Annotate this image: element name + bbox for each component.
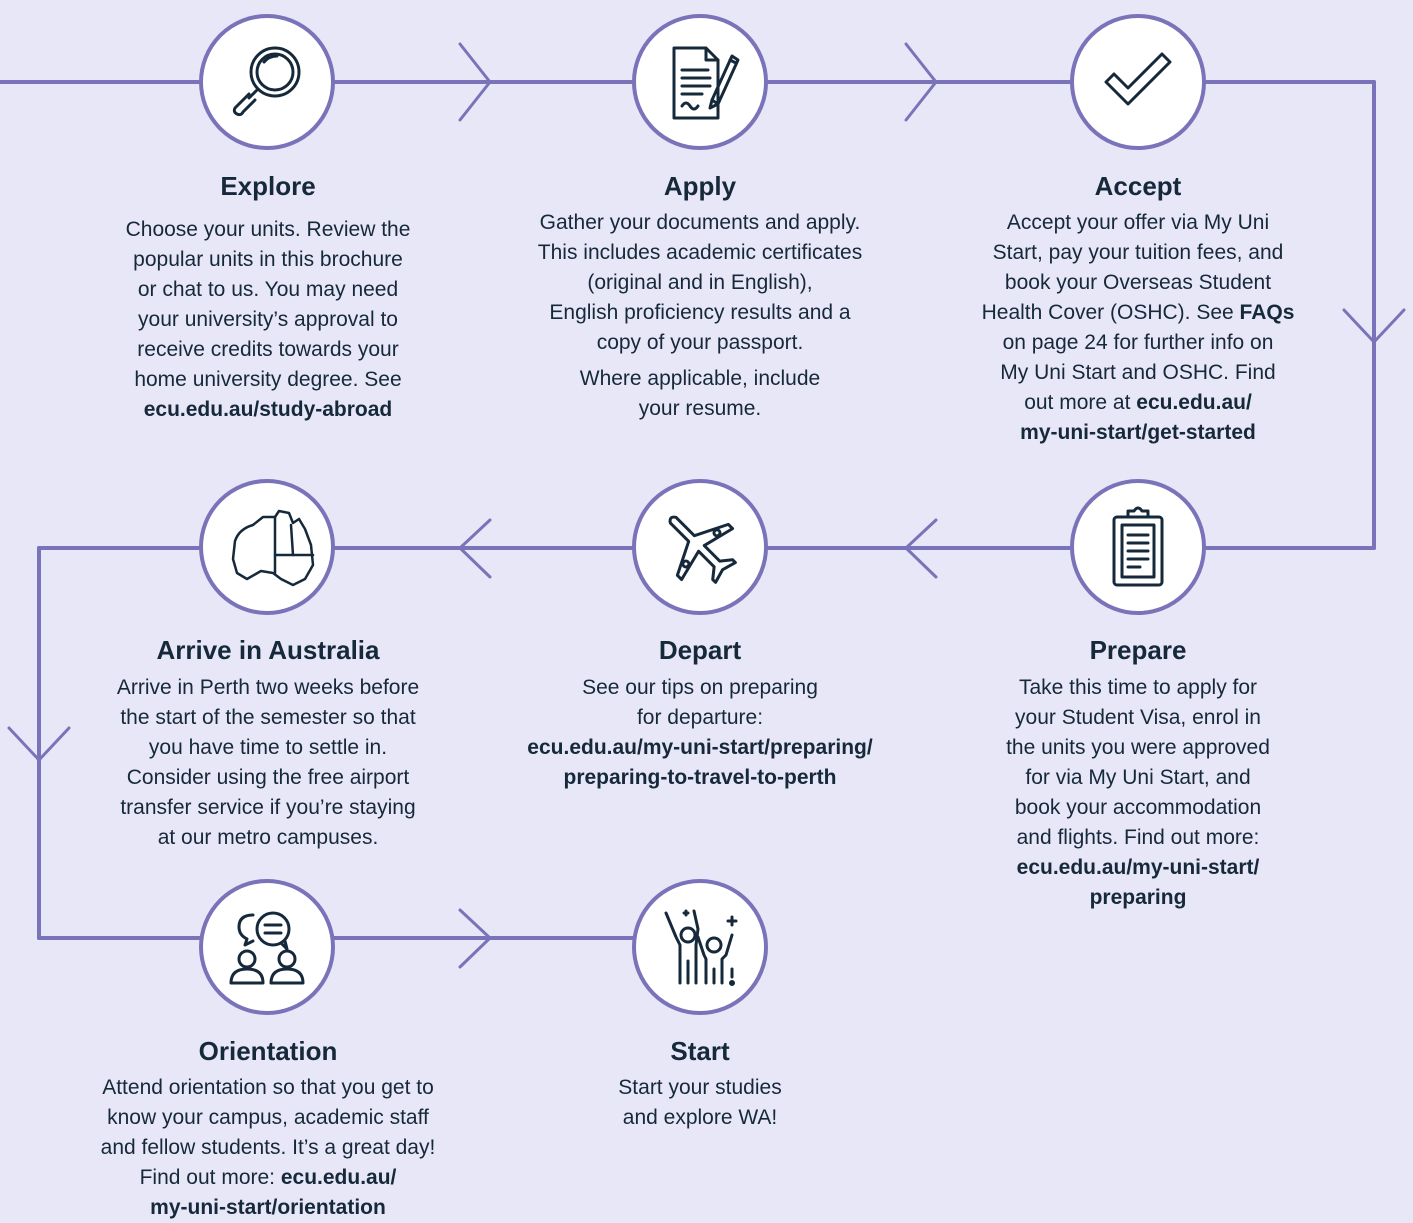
celebrating-people-icon: [664, 909, 738, 986]
orientation-description: Attend orientation so that you get to kn…: [58, 1073, 478, 1223]
prepare-link[interactable]: ecu.edu.au/my-uni-start/: [1016, 856, 1260, 879]
arrow-right-1: [458, 42, 492, 122]
accept-title: Accept: [1094, 171, 1182, 201]
apply-line: your resume.: [638, 397, 762, 420]
apply-icon-circle: [632, 14, 768, 150]
orientation-link[interactable]: ecu.edu.au/: [280, 1166, 397, 1189]
prepare-link[interactable]: preparing: [1089, 886, 1187, 909]
prepare-line: Take this time to apply for: [1018, 676, 1258, 699]
arrow-down-right: [1342, 308, 1406, 344]
depart-description: See our tips on preparing for departure:…: [490, 673, 910, 793]
apply-description: Gather your documents and apply. This in…: [490, 208, 910, 424]
chat-people-icon: [229, 911, 305, 985]
explore-line: receive credits towards your: [137, 338, 399, 361]
document-signing-icon: [672, 46, 740, 120]
arrive-line: you have time to settle in.: [148, 736, 388, 759]
accept-line: My Uni Start and OSHC. Find: [1000, 361, 1276, 384]
faqs-link[interactable]: FAQs: [1239, 301, 1295, 324]
apply-line: (original and in English),: [587, 271, 813, 294]
orientation-line: Attend orientation so that you get to: [102, 1076, 434, 1099]
depart-line: See our tips on preparing: [582, 676, 818, 699]
apply-line: Gather your documents and apply.: [539, 211, 861, 234]
apply-line: This includes academic certificates: [537, 241, 863, 264]
orientation-line: and fellow students. It’s a great day!: [100, 1136, 436, 1159]
clipboard-icon: [1112, 506, 1164, 587]
arrow-down-left: [7, 726, 71, 762]
accept-line: Start, pay your tuition fees, and: [992, 241, 1284, 264]
depart-link[interactable]: preparing-to-travel-to-perth: [563, 766, 837, 789]
depart-link[interactable]: ecu.edu.au/my-uni-start/preparing/: [527, 736, 873, 759]
prepare-line: for via My Uni Start, and: [1025, 766, 1251, 789]
prepare-icon-circle: [1070, 479, 1206, 615]
arrow-right-2: [904, 42, 938, 122]
start-line: Start your studies: [618, 1076, 782, 1099]
explore-title: Explore: [220, 171, 316, 201]
orientation-title: Orientation: [198, 1036, 338, 1066]
depart-line: for departure:: [636, 706, 764, 729]
prepare-line: your Student Visa, enrol in: [1015, 706, 1261, 729]
accept-line: on page 24 for further info on: [1002, 331, 1274, 354]
start-title: Start: [670, 1036, 730, 1066]
start-description: Start your studies and explore WA!: [490, 1073, 910, 1133]
arrow-left-2: [458, 518, 492, 579]
airplane-icon: [668, 515, 737, 584]
orientation-link-prefix: Find out more:: [139, 1166, 281, 1189]
magnifier-icon: [232, 46, 301, 117]
orientation-line: know your campus, academic staff: [107, 1106, 429, 1129]
explore-link[interactable]: ecu.edu.au/study-abroad: [143, 398, 393, 421]
explore-line: or chat to us. You may need: [137, 278, 399, 301]
start-icon-circle: [632, 879, 768, 1015]
accept-line: Health Cover (OSHC). See FAQs: [928, 298, 1348, 328]
explore-line: home university degree. See: [134, 368, 402, 391]
explore-description: Choose your units. Review the popular un…: [58, 215, 478, 425]
apply-line: English proficiency results and a: [549, 301, 851, 324]
accept-line: Accept your offer via My Uni: [1006, 211, 1270, 234]
arrow-left-1: [904, 518, 938, 579]
arrive-icon-circle: [199, 479, 335, 615]
accept-description: Accept your offer via My Uni Start, pay …: [928, 208, 1348, 448]
arrive-line: the start of the semester so that: [120, 706, 416, 729]
arrive-line: at our metro campuses.: [157, 826, 379, 849]
prepare-line: and flights. Find out more:: [1016, 826, 1260, 849]
depart-icon-circle: [632, 479, 768, 615]
arrive-title: Arrive in Australia: [156, 635, 380, 665]
orientation-link[interactable]: my-uni-start/orientation: [150, 1196, 386, 1219]
apply-title: Apply: [663, 171, 737, 201]
checkmark-icon: [1104, 52, 1172, 106]
accept-line: out more at ecu.edu.au/: [928, 388, 1348, 418]
prepare-line: book your accommodation: [1014, 796, 1262, 819]
depart-title: Depart: [658, 635, 742, 665]
arrive-line: transfer service if you’re staying: [120, 796, 416, 819]
arrow-right-3: [458, 908, 492, 969]
accept-icon-circle: [1070, 14, 1206, 150]
accept-link-prefix: out more at: [1024, 391, 1137, 414]
arrive-line: Consider using the free airport: [126, 766, 410, 789]
prepare-title: Prepare: [1089, 635, 1187, 665]
apply-line: copy of your passport.: [596, 331, 804, 354]
australia-map-icon: [231, 509, 315, 587]
start-line: and explore WA!: [622, 1106, 778, 1129]
accept-faq-prefix: Health Cover (OSHC). See: [981, 301, 1240, 324]
explore-line: Choose your units. Review the: [125, 218, 411, 241]
prepare-line: the units you were approved: [1006, 736, 1270, 759]
accept-link[interactable]: ecu.edu.au/: [1136, 391, 1252, 414]
apply-line: Where applicable, include: [579, 367, 821, 390]
accept-line: book your Overseas Student: [1004, 271, 1272, 294]
arrive-line: Arrive in Perth two weeks before: [116, 676, 420, 699]
explore-line: popular units in this brochure: [133, 248, 403, 271]
explore-line: your university’s approval to: [138, 308, 398, 331]
orientation-line: Find out more: ecu.edu.au/: [58, 1163, 478, 1193]
orientation-icon-circle: [199, 879, 335, 1015]
accept-link[interactable]: my-uni-start/get-started: [1020, 421, 1256, 444]
arrive-description: Arrive in Perth two weeks before the sta…: [58, 673, 478, 853]
prepare-description: Take this time to apply for your Student…: [928, 673, 1348, 913]
explore-icon-circle: [199, 14, 335, 150]
